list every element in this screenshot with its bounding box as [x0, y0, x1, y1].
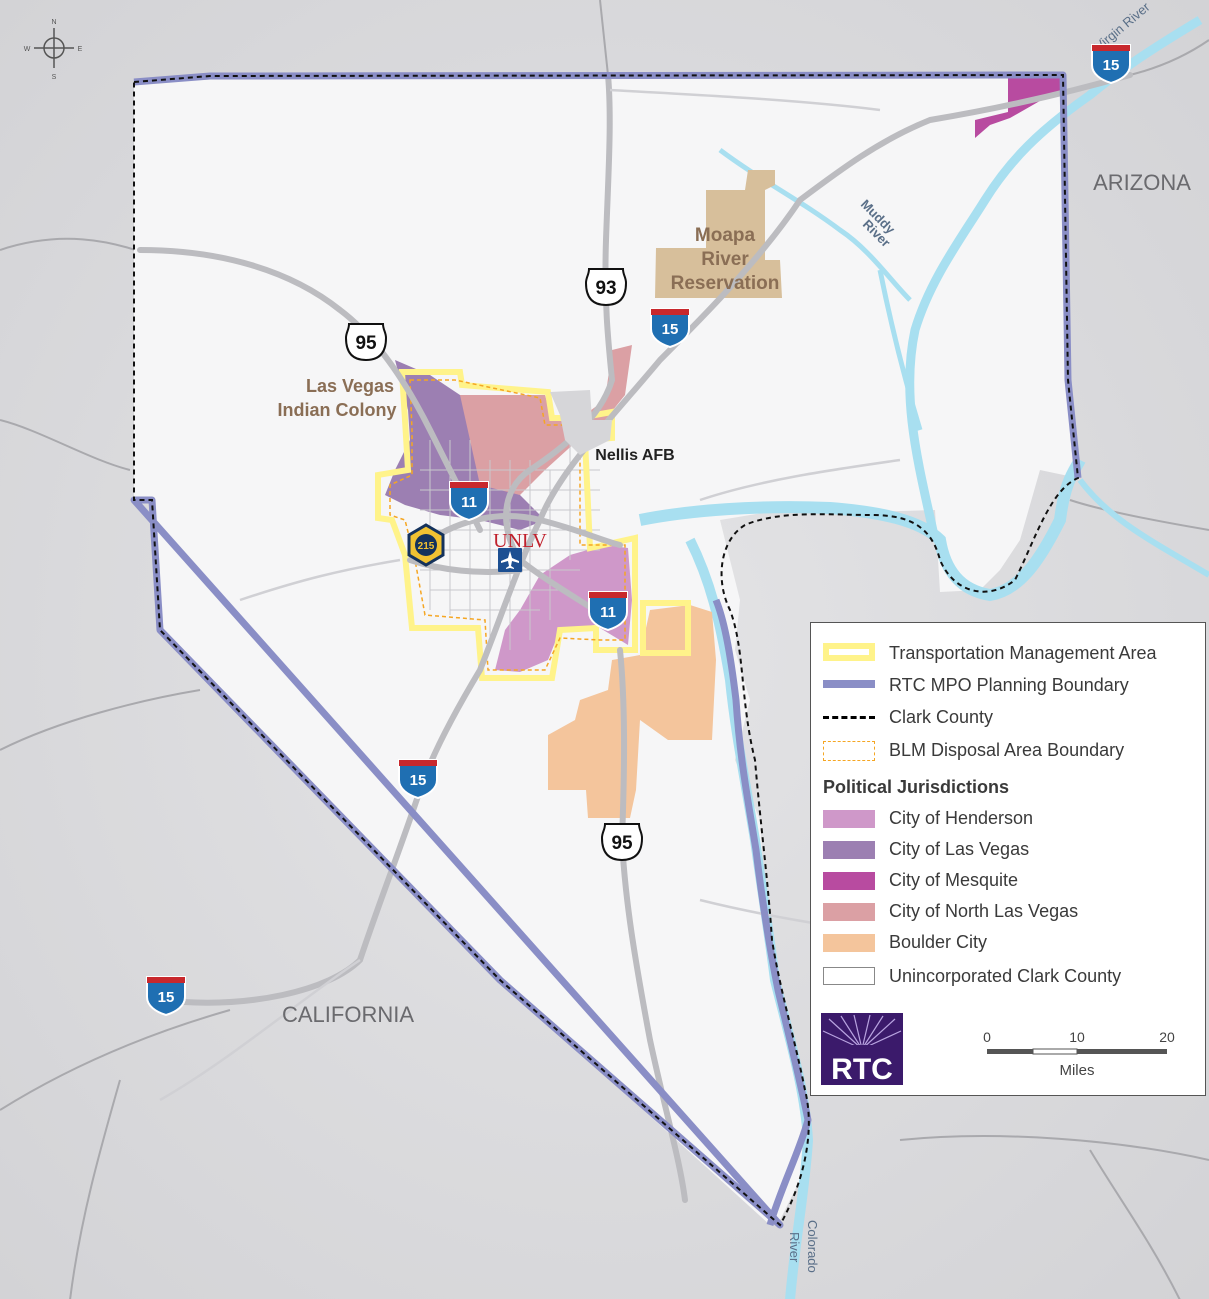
svg-text:Miles: Miles [1059, 1062, 1094, 1079]
svg-text:0: 0 [983, 1029, 991, 1045]
tma-boulder-segment [640, 600, 691, 656]
mesquite-area [975, 75, 1063, 138]
henderson-area [495, 545, 632, 672]
legend-label-boulder-city: Boulder City [889, 932, 988, 952]
colorado-river-label: Colorado River [787, 1220, 820, 1273]
legend-label-north-las-vegas: City of North Las Vegas [889, 901, 1079, 921]
legend-swatch-boulder-city [823, 934, 875, 952]
legend-swatch-north-las-vegas [823, 903, 875, 921]
svg-text:S: S [52, 74, 57, 81]
legend-swatch-mpo [823, 680, 875, 688]
svg-text:95: 95 [355, 333, 377, 354]
arizona-label: ARIZONA [1093, 170, 1191, 195]
svg-text:River: River [701, 249, 749, 270]
svg-text:11: 11 [600, 604, 616, 621]
us95-shield-north: 95 [344, 323, 388, 362]
clark-county-boundary [133, 73, 1080, 1227]
svg-text:Colorado: Colorado [805, 1220, 820, 1273]
legend-swatch-clark-county [823, 716, 875, 719]
svg-text:93: 93 [595, 278, 616, 299]
legend-jurisdictions-title: Political Jurisdictions [823, 777, 1010, 797]
secondary-roads [159, 88, 921, 1102]
blm-disposal-boundary [389, 379, 626, 671]
i15-shield-moapa: 15 [650, 308, 690, 349]
i15-shield-south: 15 [398, 759, 438, 800]
svg-text:15: 15 [1103, 57, 1120, 74]
legend-label-clark-county: Clark County [889, 707, 994, 727]
airport-icon [498, 548, 522, 572]
i11-shield-north: 11 [449, 481, 489, 522]
svg-text:11: 11 [461, 494, 477, 511]
rtc-logo: RTC [821, 1013, 903, 1085]
svg-text:RTC: RTC [831, 1053, 893, 1085]
svg-text:W: W [24, 46, 31, 53]
svg-text:15: 15 [410, 772, 427, 789]
svg-text:River: River [787, 1232, 802, 1263]
indian-colony-label: Las Vegas Indian Colony [278, 376, 397, 420]
legend-swatch-henderson [823, 810, 875, 828]
legend-swatch-tma [823, 643, 875, 661]
legend-swatch-mesquite [823, 872, 875, 890]
svg-text:Reservation: Reservation [671, 273, 780, 294]
svg-text:15: 15 [662, 321, 679, 338]
transportation-management-area [375, 369, 638, 681]
scale-bar: 0 10 20 Miles [983, 1029, 1175, 1079]
svg-text:Indian Colony: Indian Colony [278, 400, 397, 420]
legend-label-las-vegas: City of Las Vegas [889, 839, 1030, 859]
california-label: CALIFORNIA [282, 1002, 414, 1027]
boulder-city-area [548, 605, 716, 818]
legend-label-blm: BLM Disposal Area Boundary [889, 740, 1125, 760]
svg-text:N: N [51, 19, 56, 26]
legend-swatch-las-vegas [823, 841, 875, 859]
moapa-label: Moapa River Reservation [671, 225, 780, 294]
svg-text:95: 95 [611, 833, 633, 854]
route215-shield: 215 [407, 523, 445, 567]
compass-rose: N S E W [24, 19, 83, 81]
las-vegas-area [385, 360, 545, 530]
us93-shield: 93 [584, 268, 628, 307]
legend-label-henderson: City of Henderson [889, 808, 1034, 828]
unlv-logo: UNLV [493, 530, 547, 552]
i15-shield-california: 15 [146, 976, 186, 1017]
i11-shield-henderson: 11 [588, 591, 628, 632]
legend-label-tma: Transportation Management Area [889, 643, 1157, 663]
svg-text:Las Vegas: Las Vegas [306, 376, 394, 396]
svg-text:E: E [78, 46, 83, 53]
svg-text:10: 10 [1069, 1029, 1085, 1045]
nellis-afb-area [550, 390, 612, 455]
us95-shield-south: 95 [600, 823, 644, 862]
legend-label-unincorporated: Unincorporated Clark County [889, 966, 1122, 986]
legend-label-mesquite: City of Mesquite [889, 870, 1019, 890]
legend-swatch-unincorporated [823, 967, 875, 985]
i15-shield-northeast: 15 [1091, 44, 1131, 85]
legend-swatch-blm [823, 741, 875, 761]
nellis-afb-label: Nellis AFB [595, 447, 674, 464]
svg-text:20: 20 [1159, 1029, 1175, 1045]
svg-text:215: 215 [418, 541, 435, 552]
svg-text:15: 15 [158, 989, 175, 1006]
legend-label-mpo: RTC MPO Planning Boundary [889, 675, 1129, 695]
svg-text:Moapa: Moapa [695, 225, 756, 246]
map-legend: Transportation Management Area RTC MPO P… [810, 622, 1206, 1096]
